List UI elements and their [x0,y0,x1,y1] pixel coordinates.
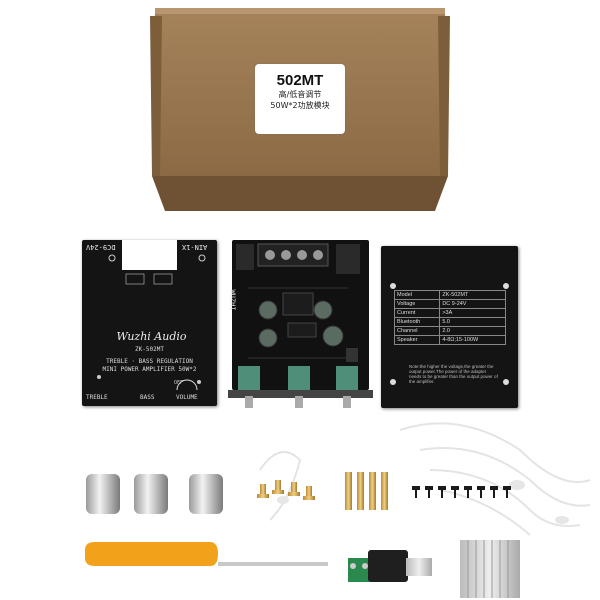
black-screws [412,486,511,498]
spec-value: ZK-502MT [439,290,506,300]
accessories [85,472,520,598]
spec-key: Speaker [393,335,441,345]
front-model: ZK-502MT [135,346,164,353]
spec-value: >3A [439,308,506,318]
amplifier-board: WUZHI [228,238,373,408]
heatsink [460,540,520,598]
front-line1: TREBLE · BASS REGULATION [106,358,193,365]
screwdriver [85,542,328,566]
board-silk: WUZHI [228,289,237,311]
spec-key: Channel [393,326,441,336]
spec-value: DC 9-24V [439,299,506,309]
bass-label: BASS [140,394,155,401]
spec-row: Current>3A [393,308,506,318]
off-label: OFF [174,380,184,386]
brass-standoffs-long [345,472,388,510]
dc-input-label: DC9-24V [86,243,116,251]
spec-key: Voltage [393,299,441,309]
box-model-text: 502MT [276,72,324,89]
front-line2: MINI POWER AMPLIFIER 50W*2 [102,366,197,373]
box-label: 502MT 高/低音调节 50W*2功放模块 [255,64,345,134]
spec-key: Bluetooth [393,317,441,327]
spec-note: Note:the higher the voltage,the greater … [409,364,498,384]
front-panel: DC9-24V AIN-1X Wuzhi Audio ZK-502MT TREB… [82,240,217,406]
spec-value: 5.0 [439,317,506,327]
spec-value: 4-8Ω;15-100W [439,335,506,345]
knob-caps [86,474,223,514]
spec-key: Model [393,290,441,300]
spec-value: 2.0 [439,326,506,336]
box-line1: 高/低音调节 [278,90,322,99]
front-panel-graphic [97,240,206,391]
spec-plate-holes [390,283,509,385]
brand-logo: Wuzhi Audio [116,330,187,343]
volume-label: VOLUME [176,394,198,401]
spec-key: Current [393,308,441,318]
dc-connector [348,550,432,582]
brass-standoffs-small [257,480,315,500]
board-graphic [228,240,373,408]
box-line2: 50W*2功放模块 [270,101,330,110]
treble-label: TREBLE [86,394,108,401]
aux-input-label: AIN-1X [182,243,208,251]
